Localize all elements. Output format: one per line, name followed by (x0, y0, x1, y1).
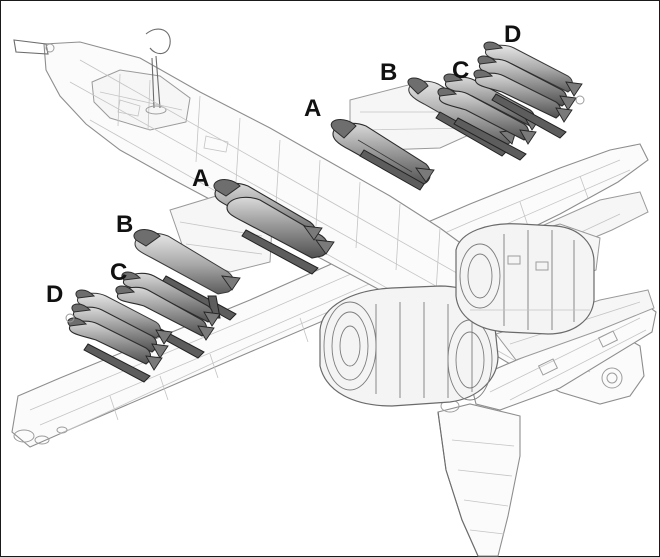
callout-labels: A B C D A B C D (46, 21, 521, 308)
callout-upper-c: C (452, 57, 469, 84)
store-upper-c (437, 73, 541, 161)
callout-lower-c: C (110, 259, 127, 286)
engine-left (319, 285, 499, 407)
callout-lower-a: A (192, 165, 209, 192)
store-upper-d (473, 41, 585, 139)
store-lower-a (213, 179, 335, 275)
engine-right (455, 223, 595, 335)
upper-stores (330, 41, 585, 191)
vertical-fin (437, 403, 521, 557)
store-lower-d (65, 289, 173, 383)
engine-nacelles (319, 223, 595, 407)
store-lower-b (133, 229, 241, 321)
callout-upper-b: B (380, 59, 397, 86)
callout-lower-b: B (116, 211, 133, 238)
store-upper-a (330, 119, 435, 191)
callout-upper-d: D (504, 21, 521, 48)
callout-upper-a: A (304, 95, 321, 122)
callout-lower-d: D (46, 281, 63, 308)
lower-stores (65, 179, 335, 383)
